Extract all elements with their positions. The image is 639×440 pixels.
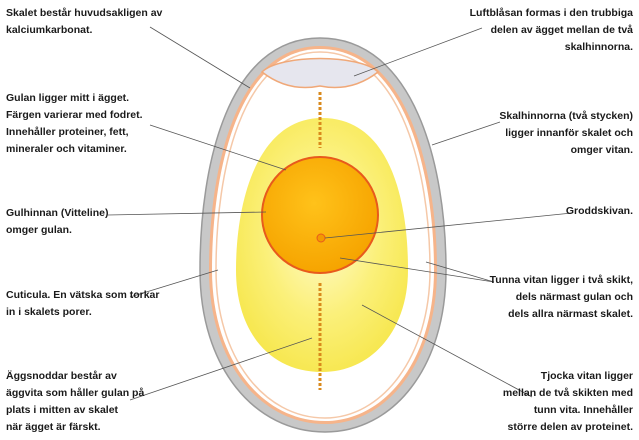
- label-vitelline: Gulhinnan (Vitteline) omger gulan.: [6, 207, 109, 236]
- leader-germinal-disc: [324, 212, 573, 239]
- leader-thin-white: [339, 257, 495, 283]
- germinal-disc: [316, 233, 326, 243]
- leader-membranes: [431, 121, 501, 146]
- label-cuticle: Cuticula. En vätska som torkar in i skal…: [6, 289, 160, 318]
- leader-thin-white-2: [425, 261, 495, 283]
- yolk: [261, 156, 379, 274]
- label-yolk: Gulan ligger mitt i ägget. Färgen varier…: [6, 92, 143, 155]
- label-membranes: Skalhinnorna (två stycken) ligger innanf…: [499, 110, 633, 156]
- air-cell: [260, 57, 380, 89]
- label-thin-white: Tunna vitan ligger i två skikt, dels när…: [489, 274, 633, 320]
- label-thick-white: Tjocka vitan ligger mellan de två skikte…: [502, 370, 633, 433]
- leader-shell: [149, 26, 251, 89]
- label-germinal-disc: Groddskivan.: [565, 205, 633, 217]
- label-air-cell: Luftblåsan formas i den trubbiga delen a…: [469, 7, 633, 53]
- inner-shell-membrane: [215, 51, 431, 419]
- label-shell: Skalet består huvudsakligen av kalciumka…: [6, 7, 163, 36]
- leader-thick-white: [361, 304, 533, 398]
- leader-air-cell: [353, 27, 483, 77]
- leader-vitelline: [107, 211, 267, 216]
- leader-yolk: [149, 124, 287, 171]
- leader-chalazae: [129, 337, 313, 401]
- leader-lines: [107, 26, 573, 401]
- label-chalazae: Äggsnoddar består av äggvita som håller …: [6, 370, 145, 433]
- leader-cuticle: [129, 269, 219, 298]
